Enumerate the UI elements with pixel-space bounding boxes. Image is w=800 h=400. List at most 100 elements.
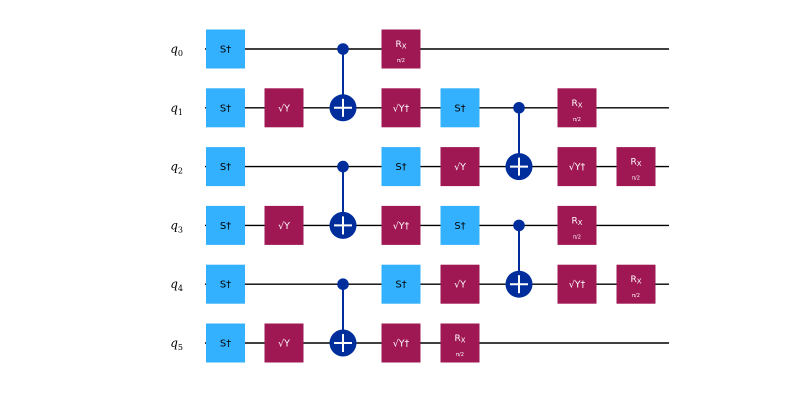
gate-label: √Y [454,280,466,291]
gate-box [381,147,421,187]
sdg-gate: S† [206,264,245,304]
qubit-label: q4 [170,277,183,293]
gate-label: S† [395,162,406,173]
qubit-label-index: 4 [178,284,183,293]
rx-label-sub: X [578,219,583,227]
gate-param: π/2 [632,176,640,182]
gate-label: √Y† [393,339,410,350]
gate-box [381,205,421,245]
cnot-gate [329,43,357,122]
gate-label: RX [630,275,641,286]
qubit-label: q0 [170,42,183,58]
rx-label-base: R [395,40,401,50]
gate-box [440,205,480,245]
gate-label: √Y† [569,280,586,291]
cnot-links [342,49,520,343]
gate-box [557,264,597,304]
gate-label: S† [220,103,231,114]
rx-label-base: R [630,158,636,168]
cnot-target [329,211,357,239]
qubit-label: q2 [170,160,183,176]
gate-label: √Y† [569,162,586,173]
gate-param: π/2 [632,293,640,299]
gate-param: π/2 [456,352,464,358]
gate-label: √Y† [393,103,410,114]
gate-param: π/2 [573,234,581,240]
rx-label-sub: X [637,278,642,286]
gate-label: √Y† [393,221,410,232]
rx-label-sub: X [578,101,583,109]
gate-label: √Y [278,339,290,350]
qubit-label: q3 [170,218,183,234]
qubit-label-index: 1 [178,108,183,117]
sqrtydg-gate: √Y† [381,205,421,245]
gate-box [557,205,597,245]
gate-label: S† [395,280,406,291]
qubit-label: q5 [170,336,183,352]
cnot-control-dot [337,160,349,173]
gate-box [381,29,421,69]
gate-box [206,264,245,304]
rx-gate: RXπ/2 [557,205,597,245]
gate-label: S† [454,103,465,114]
qubit-label-index: 0 [178,49,183,58]
sqrty-gate: √Y [440,147,480,187]
qubit-label-index: 2 [178,167,183,176]
cnot-control-dot [513,219,525,232]
sdg-gate: S† [381,264,421,304]
gate-box [616,264,656,304]
gate-box [264,88,304,128]
qubit-label-name: q [170,160,178,174]
gate-label: S† [220,280,231,291]
gate-box [440,264,480,304]
gate-box [264,323,304,363]
gate-label: √Y [278,103,290,114]
cnot-target [505,270,533,298]
cnot-control-dot [337,43,349,55]
rx-label-base: R [571,216,577,226]
gate-label: RX [395,40,406,51]
gate-box [206,323,245,363]
rx-label-base: R [571,99,577,109]
sqrty-gate: √Y [264,323,304,363]
gate-box [381,323,421,363]
rx-gate: RX π/2 [440,323,480,363]
gate-box [440,147,480,187]
gate-label: S† [454,221,465,232]
gate-label: S† [220,45,231,56]
rx-label-base: R [630,275,636,285]
gate-box [440,88,480,128]
gate-box [557,88,597,128]
cnot-target [505,153,533,181]
qubit-label-index: 3 [178,225,183,234]
gate-box [264,205,304,245]
sqrtydg-gate: √Y† [381,323,421,363]
sdg-gate: S† [440,205,480,245]
qubit-label-name: q [170,42,178,56]
qubit-label-name: q [170,218,178,232]
cnot-target [329,94,357,122]
gate-label: RX [630,158,641,169]
gate-param: π/2 [397,58,405,64]
rx-label-base: R [454,334,460,344]
sqrtydg-gate: √Y† [381,88,421,128]
sqrtydg-gate: √Y† [557,264,597,304]
rx-gate: RXπ/2 [616,264,656,304]
gate-label: RX [454,334,465,345]
gate-param: π/2 [573,117,581,123]
sqrtydg-gate: √Y† [557,147,597,187]
sqrty-gate: √Y [440,264,480,304]
rx-gate: RXπ/2 [381,29,421,69]
sdg-gate: S† [206,88,245,128]
gate-box [557,147,597,187]
gate-label: S† [220,339,231,350]
gate-box [616,147,656,187]
rx-label-sub: X [402,43,407,51]
cnot-control-dot [513,102,525,114]
gate-box [206,205,245,245]
cnot-control-dot [337,278,349,291]
cnot-gate [329,278,357,357]
rx-label-sub: X [637,160,642,168]
sdg-gate: S† [206,147,245,187]
